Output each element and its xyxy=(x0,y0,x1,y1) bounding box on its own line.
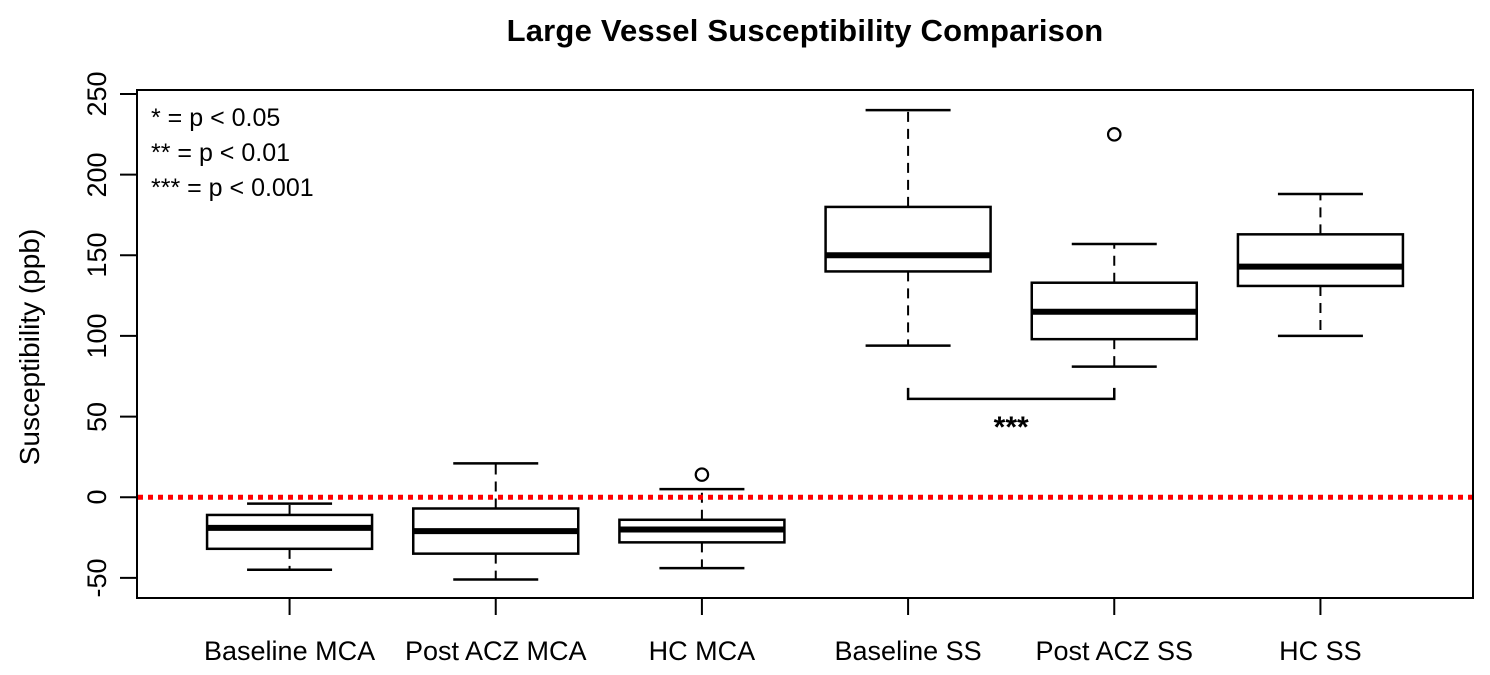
iqr-box xyxy=(824,205,992,273)
legend-line-p01: ** = p < 0.01 xyxy=(151,139,291,167)
legend-line-p001: *** = p < 0.001 xyxy=(151,174,314,202)
x-category-label: Baseline MCA xyxy=(204,636,376,666)
x-category-label: Baseline SS xyxy=(834,636,982,666)
significance-stars-label: *** xyxy=(993,410,1029,444)
x-category-label: Post ACZ MCA xyxy=(404,636,587,666)
y-tick-label: 50 xyxy=(82,401,112,432)
x-category-label: HC SS xyxy=(1279,636,1362,666)
outlier-point xyxy=(1106,127,1122,142)
x-category-label: Post ACZ SS xyxy=(1035,636,1194,666)
outlier-point xyxy=(694,467,710,482)
iqr-box xyxy=(1236,233,1405,288)
y-tick-label: 100 xyxy=(82,313,112,359)
x-category-label: HC MCA xyxy=(648,636,756,666)
iqr-box xyxy=(205,513,374,551)
chart-title: Large Vessel Susceptibility Comparison xyxy=(506,13,1104,48)
legend-line-p05: * = p < 0.05 xyxy=(151,104,281,132)
significance-legend: * = p < 0.05 ** = p < 0.01 *** = p < 0.0… xyxy=(151,101,314,206)
y-tick-label: -50 xyxy=(82,558,112,598)
plot-frame xyxy=(136,89,1474,599)
y-tick-label: 200 xyxy=(82,152,112,198)
significance-bracket xyxy=(906,387,1116,401)
y-tick-label: 250 xyxy=(82,71,112,117)
y-tick-label: 150 xyxy=(82,232,112,278)
y-tick-label: 0 xyxy=(82,489,112,505)
